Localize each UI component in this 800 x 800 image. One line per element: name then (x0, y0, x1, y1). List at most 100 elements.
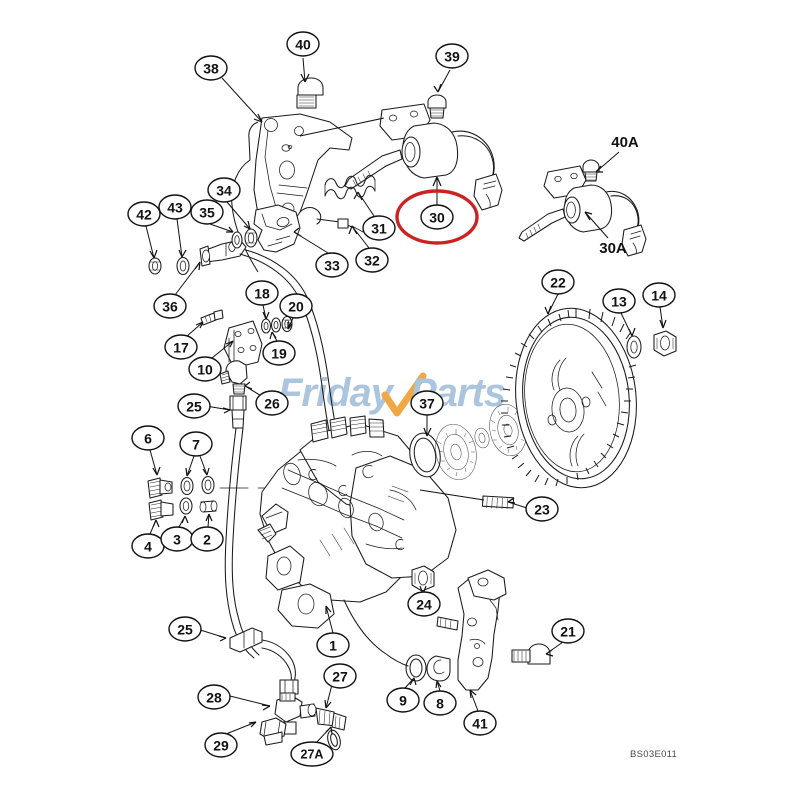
callout-bubble (323, 663, 357, 689)
callout-2[interactable]: 2 (190, 526, 224, 552)
washer-3 (179, 497, 193, 515)
callout-bubble (207, 177, 241, 203)
callout-20[interactable]: 20 (279, 293, 313, 319)
callout-label: 25 (177, 622, 193, 638)
spring-31 (324, 174, 376, 200)
callout-27A[interactable]: 27A (290, 741, 334, 767)
callout-bubble (541, 269, 575, 295)
callout-6[interactable]: 6 (131, 425, 165, 451)
callout-bubble (420, 204, 454, 230)
callout-22[interactable]: 22 (541, 269, 575, 295)
callout-35[interactable]: 35 (190, 199, 224, 225)
callout-3[interactable]: 3 (160, 526, 194, 552)
delivery-valve-holders (310, 415, 385, 443)
callout-42[interactable]: 42 (127, 201, 161, 227)
callout-bubble (315, 252, 349, 278)
bracket-plate-10 (223, 320, 263, 369)
callout-43[interactable]: 43 (158, 194, 192, 220)
callout-28[interactable]: 28 (197, 684, 231, 710)
callout-4[interactable]: 4 (131, 533, 165, 559)
callout-41[interactable]: 41 (463, 710, 497, 736)
o-ring-9 (405, 654, 427, 682)
callout-32[interactable]: 32 (355, 247, 389, 273)
callout-37[interactable]: 37 (410, 390, 444, 416)
callout-label: 34 (216, 183, 232, 199)
callout-label: 19 (271, 346, 287, 362)
callout-24[interactable]: 24 (407, 591, 441, 617)
callout-bubble (188, 356, 222, 382)
callout-25[interactable]: 25 (168, 616, 202, 642)
callout-bubble (279, 293, 313, 319)
stud-23 (481, 495, 515, 510)
washer-13 (626, 335, 642, 359)
callout-label: 24 (416, 597, 432, 613)
callout-25[interactable]: 25 (177, 393, 211, 419)
callout-label: 30A (599, 240, 627, 257)
callout-40[interactable]: 40 (286, 31, 320, 57)
callout-bubble (127, 201, 161, 227)
nut-24 (411, 565, 435, 592)
callout-10[interactable]: 10 (188, 356, 222, 382)
fitting-6 (147, 477, 173, 499)
watermark-check-icon (381, 372, 427, 417)
callout-1[interactable]: 1 (316, 632, 350, 658)
callout-27[interactable]: 27 (323, 663, 357, 689)
callout-8[interactable]: 8 (423, 690, 457, 716)
callout-bubble (168, 616, 202, 642)
callout-29[interactable]: 29 (204, 732, 238, 758)
callout-bubble (386, 687, 420, 713)
callout-bubble (190, 526, 224, 552)
callout-bubble (194, 55, 228, 81)
callout-17[interactable]: 17 (164, 334, 198, 360)
callout-39[interactable]: 39 (435, 43, 469, 69)
callout-30[interactable]: 30 (420, 204, 454, 230)
callout-14[interactable]: 14 (642, 282, 676, 308)
washer-7b (201, 475, 215, 495)
callout-36[interactable]: 36 (153, 293, 187, 319)
callout-34[interactable]: 34 (207, 177, 241, 203)
o-ring-37 (409, 432, 441, 478)
callout-40A[interactable]: 40A (611, 134, 639, 151)
callout-label: 42 (136, 207, 152, 223)
callout-7[interactable]: 7 (179, 431, 213, 457)
callout-bubble (551, 618, 585, 644)
callout-31[interactable]: 31 (362, 215, 396, 241)
callout-label: 30 (429, 210, 445, 226)
callout-label: 17 (173, 340, 189, 356)
callout-bubble (290, 741, 334, 767)
callout-19[interactable]: 19 (262, 340, 296, 366)
callout-23[interactable]: 23 (525, 496, 559, 522)
washer-7a (180, 476, 194, 496)
callout-30A[interactable]: 30A (599, 240, 627, 257)
fitting-2 (199, 500, 218, 513)
callout-9[interactable]: 9 (386, 687, 420, 713)
callout-bubble (177, 393, 211, 419)
callout-label: 6 (144, 431, 152, 447)
washer-34 (244, 228, 258, 248)
callout-38[interactable]: 38 (194, 55, 228, 81)
callout-label: 18 (254, 286, 270, 302)
callout-bubble (262, 340, 296, 366)
tee-fitting-28 (274, 692, 317, 735)
callout-label: 2 (203, 532, 211, 548)
callout-label: 4 (144, 539, 152, 555)
callout-26[interactable]: 26 (255, 390, 289, 416)
callout-21[interactable]: 21 (551, 618, 585, 644)
watermark-text-friday: Friday (278, 371, 395, 415)
leader-lines (145, 57, 667, 744)
callout-label: 31 (371, 221, 387, 237)
nut-14 (653, 330, 677, 357)
fuel-line-left-2 (231, 427, 260, 656)
callout-bubble (407, 591, 441, 617)
nut-25-upper (229, 395, 247, 429)
callout-33[interactable]: 33 (315, 252, 349, 278)
callout-18[interactable]: 18 (245, 280, 279, 306)
callout-label: 40A (611, 134, 639, 151)
callout-13[interactable]: 13 (602, 288, 636, 314)
callout-bubble (286, 31, 320, 57)
governor-bracket-38 (231, 113, 353, 273)
washer-42 (148, 257, 162, 275)
callout-bubble (642, 282, 676, 308)
